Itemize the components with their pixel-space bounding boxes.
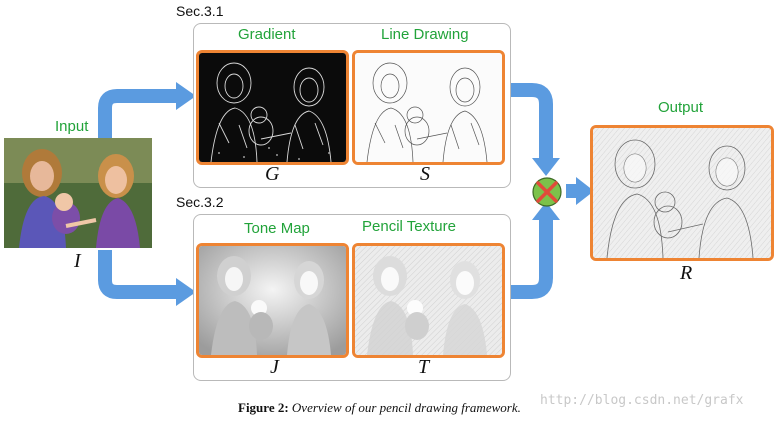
arrow-texture-to-combine (508, 218, 553, 299)
input-label: Input (55, 118, 89, 135)
section-label-bottom: Sec.3.2 (176, 194, 224, 210)
symbol-G: G (265, 163, 280, 185)
tone-map-image (196, 243, 349, 358)
symbol-T: T (418, 356, 430, 378)
figure-caption-text: Overview of our pencil drawing framework… (291, 400, 521, 415)
pencil-texture-image (352, 243, 505, 358)
arrow-input-to-gradient (98, 89, 178, 138)
output-label: Output (658, 99, 704, 116)
figure-caption-label: Figure 2: (238, 400, 289, 415)
arrow-input-to-tonemap (98, 250, 178, 299)
arrow-line-to-combine (508, 83, 553, 160)
arrowhead-line-down (532, 158, 560, 176)
figure-caption: Figure 2: Overview of our pencil drawing… (238, 400, 521, 416)
arrowhead-tonemap (176, 278, 196, 306)
line-drawing-image (352, 50, 505, 165)
symbol-J: J (270, 356, 279, 378)
watermark: http://blog.csdn.net/grafx (540, 393, 744, 408)
gradient-image (196, 50, 349, 165)
section-label-top: Sec.3.1 (176, 3, 224, 19)
arrowhead-output (576, 177, 594, 205)
symbol-I: I (74, 250, 81, 272)
arrowhead-gradient (176, 82, 196, 110)
output-image (590, 125, 774, 261)
arrowhead-texture-up (532, 202, 560, 220)
tone-map-label: Tone Map (244, 220, 310, 237)
symbol-R: R (680, 262, 693, 284)
line-drawing-label: Line Drawing (381, 26, 469, 43)
circled-x-icon (532, 177, 562, 207)
gradient-label: Gradient (238, 26, 296, 43)
pencil-texture-label: Pencil Texture (362, 218, 456, 235)
input-image (4, 138, 152, 248)
symbol-S: S (420, 163, 430, 185)
